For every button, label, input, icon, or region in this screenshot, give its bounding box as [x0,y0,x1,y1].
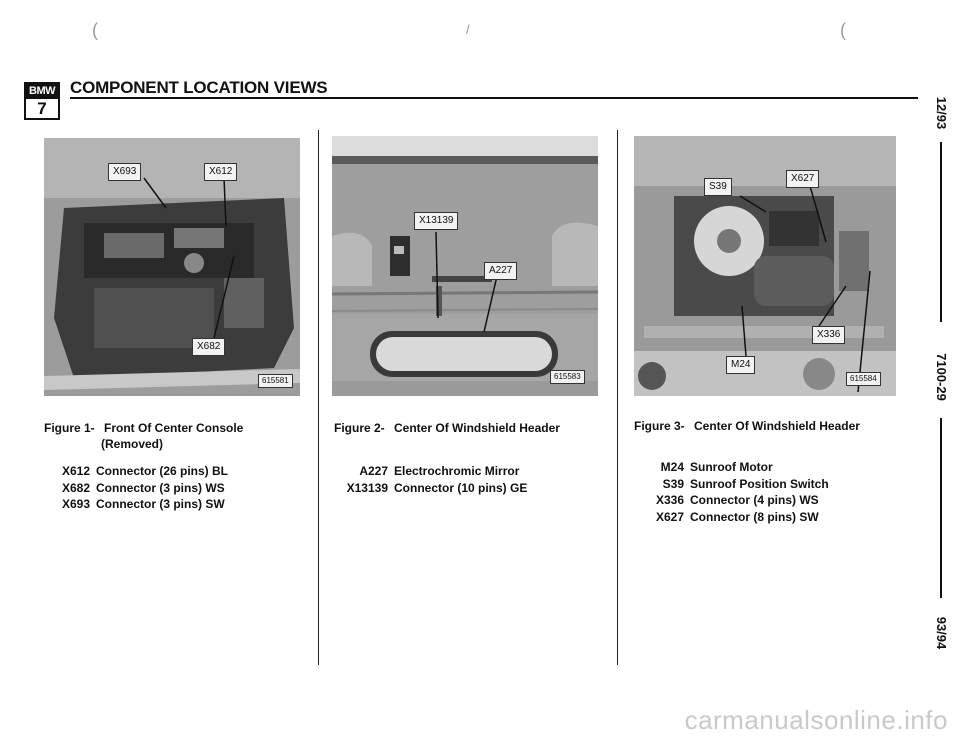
legend-desc: Sunroof Motor [690,460,773,474]
callout-label: S39 [704,178,732,196]
caption-prefix: Figure 3- [634,419,685,433]
legend-code: X682 [61,480,90,495]
date-top: 12/93 [934,96,949,130]
caption-text: Center Of Windshield Header [394,421,560,435]
legend-desc: Connector (3 pins) WS [96,480,225,495]
figure-1-caption: Figure 1- Front Of Center Console [44,420,243,436]
legend-row: A227 Electrochromic Mirror [340,463,527,480]
page-title: COMPONENT LOCATION VIEWS [70,78,328,97]
legend-code: X693 [61,497,90,511]
legend-desc: Connector (8 pins) SW [690,509,819,524]
margin-rule [940,418,942,598]
caption-prefix: Figure 1- [44,421,95,435]
scan-mark: ( [92,20,98,40]
caption-prefix: Figure 2- [334,421,385,435]
logo-brand: BMW [26,84,58,99]
legend-row: X693 Connector (3 pins) SW [58,496,228,513]
legend-desc: Connector (4 pins) WS [690,493,819,507]
watermark: carmanualsonline.info [684,705,948,735]
legend-desc: Connector (3 pins) SW [96,497,225,511]
legend-desc: Connector (26 pins) BL [96,464,229,478]
figure-3-legend: M24 Sunroof Motor S39 Sunroof Position Swi… [648,459,829,525]
margin-rule [940,142,942,322]
callout-label: X336 [812,326,846,344]
figure-3-caption: Figure 3- Center Of Windshield Header [634,418,860,434]
scan-mark: / [466,22,470,37]
caption-text: Center Of Windshield Header [694,419,860,433]
callout-label: X612 [204,163,238,181]
section-number: 7100-29 [934,353,949,401]
date-bottom: 93/94 [934,616,949,650]
caption-text: Front Of Center Console [104,421,244,435]
figure-1-photo: X693 X612 X682 615581 [44,138,300,396]
legend-code: S39 [662,476,684,491]
legend-desc: Connector (10 pins) GE [394,480,528,495]
photo-number: 615581 [258,374,293,388]
legend-desc: Sunroof Position Switch [690,476,829,491]
callout-label: X13139 [414,212,459,230]
legend-row: X13139 Connector (10 pins) GE [340,480,528,497]
legend-code: X13139 [346,480,388,495]
callout-label: A227 [484,262,518,280]
legend-desc: Electrochromic Mirror [394,464,520,478]
logo-series: 7 [37,99,47,118]
bmw-7-logo: BMW 7 [24,82,60,120]
figure-2-photo: X13139 A227 615583 [332,136,598,396]
title-rule [70,97,918,99]
legend-code: A227 [359,464,388,478]
figure-3-photo: S39 X627 X336 M24 615584 [634,136,896,396]
callout-label: X693 [108,163,142,181]
figure-1-caption-line2: (Removed) [101,437,164,451]
legend-code: X627 [655,509,684,524]
column-divider [318,130,319,665]
legend-row: M24 Sunroof Motor [648,459,829,476]
legend-row: X682 Connector (3 pins) WS [58,480,228,497]
column-divider [617,130,618,665]
photo-number: 615583 [550,370,585,384]
legend-row: X627 Connector (8 pins) SW [648,509,829,526]
legend-row: X336 Connector (4 pins) WS [648,492,829,509]
legend-row: X612 Connector (26 pins) BL [58,463,228,480]
legend-row: S39 Sunroof Position Switch [648,476,829,493]
callout-label: M24 [726,356,756,374]
figure-2-caption: Figure 2- Center Of Windshield Header [334,420,560,436]
scan-mark: ( [840,20,846,40]
callout-label: X627 [786,170,820,188]
legend-code: M24 [660,460,684,474]
legend-code: X336 [655,493,684,507]
legend-code: X612 [61,464,90,478]
figure-2-legend: A227 Electrochromic Mirror X13139 Connecto… [340,463,528,497]
photo-number: 615584 [846,372,881,386]
callout-label: X682 [192,338,226,356]
